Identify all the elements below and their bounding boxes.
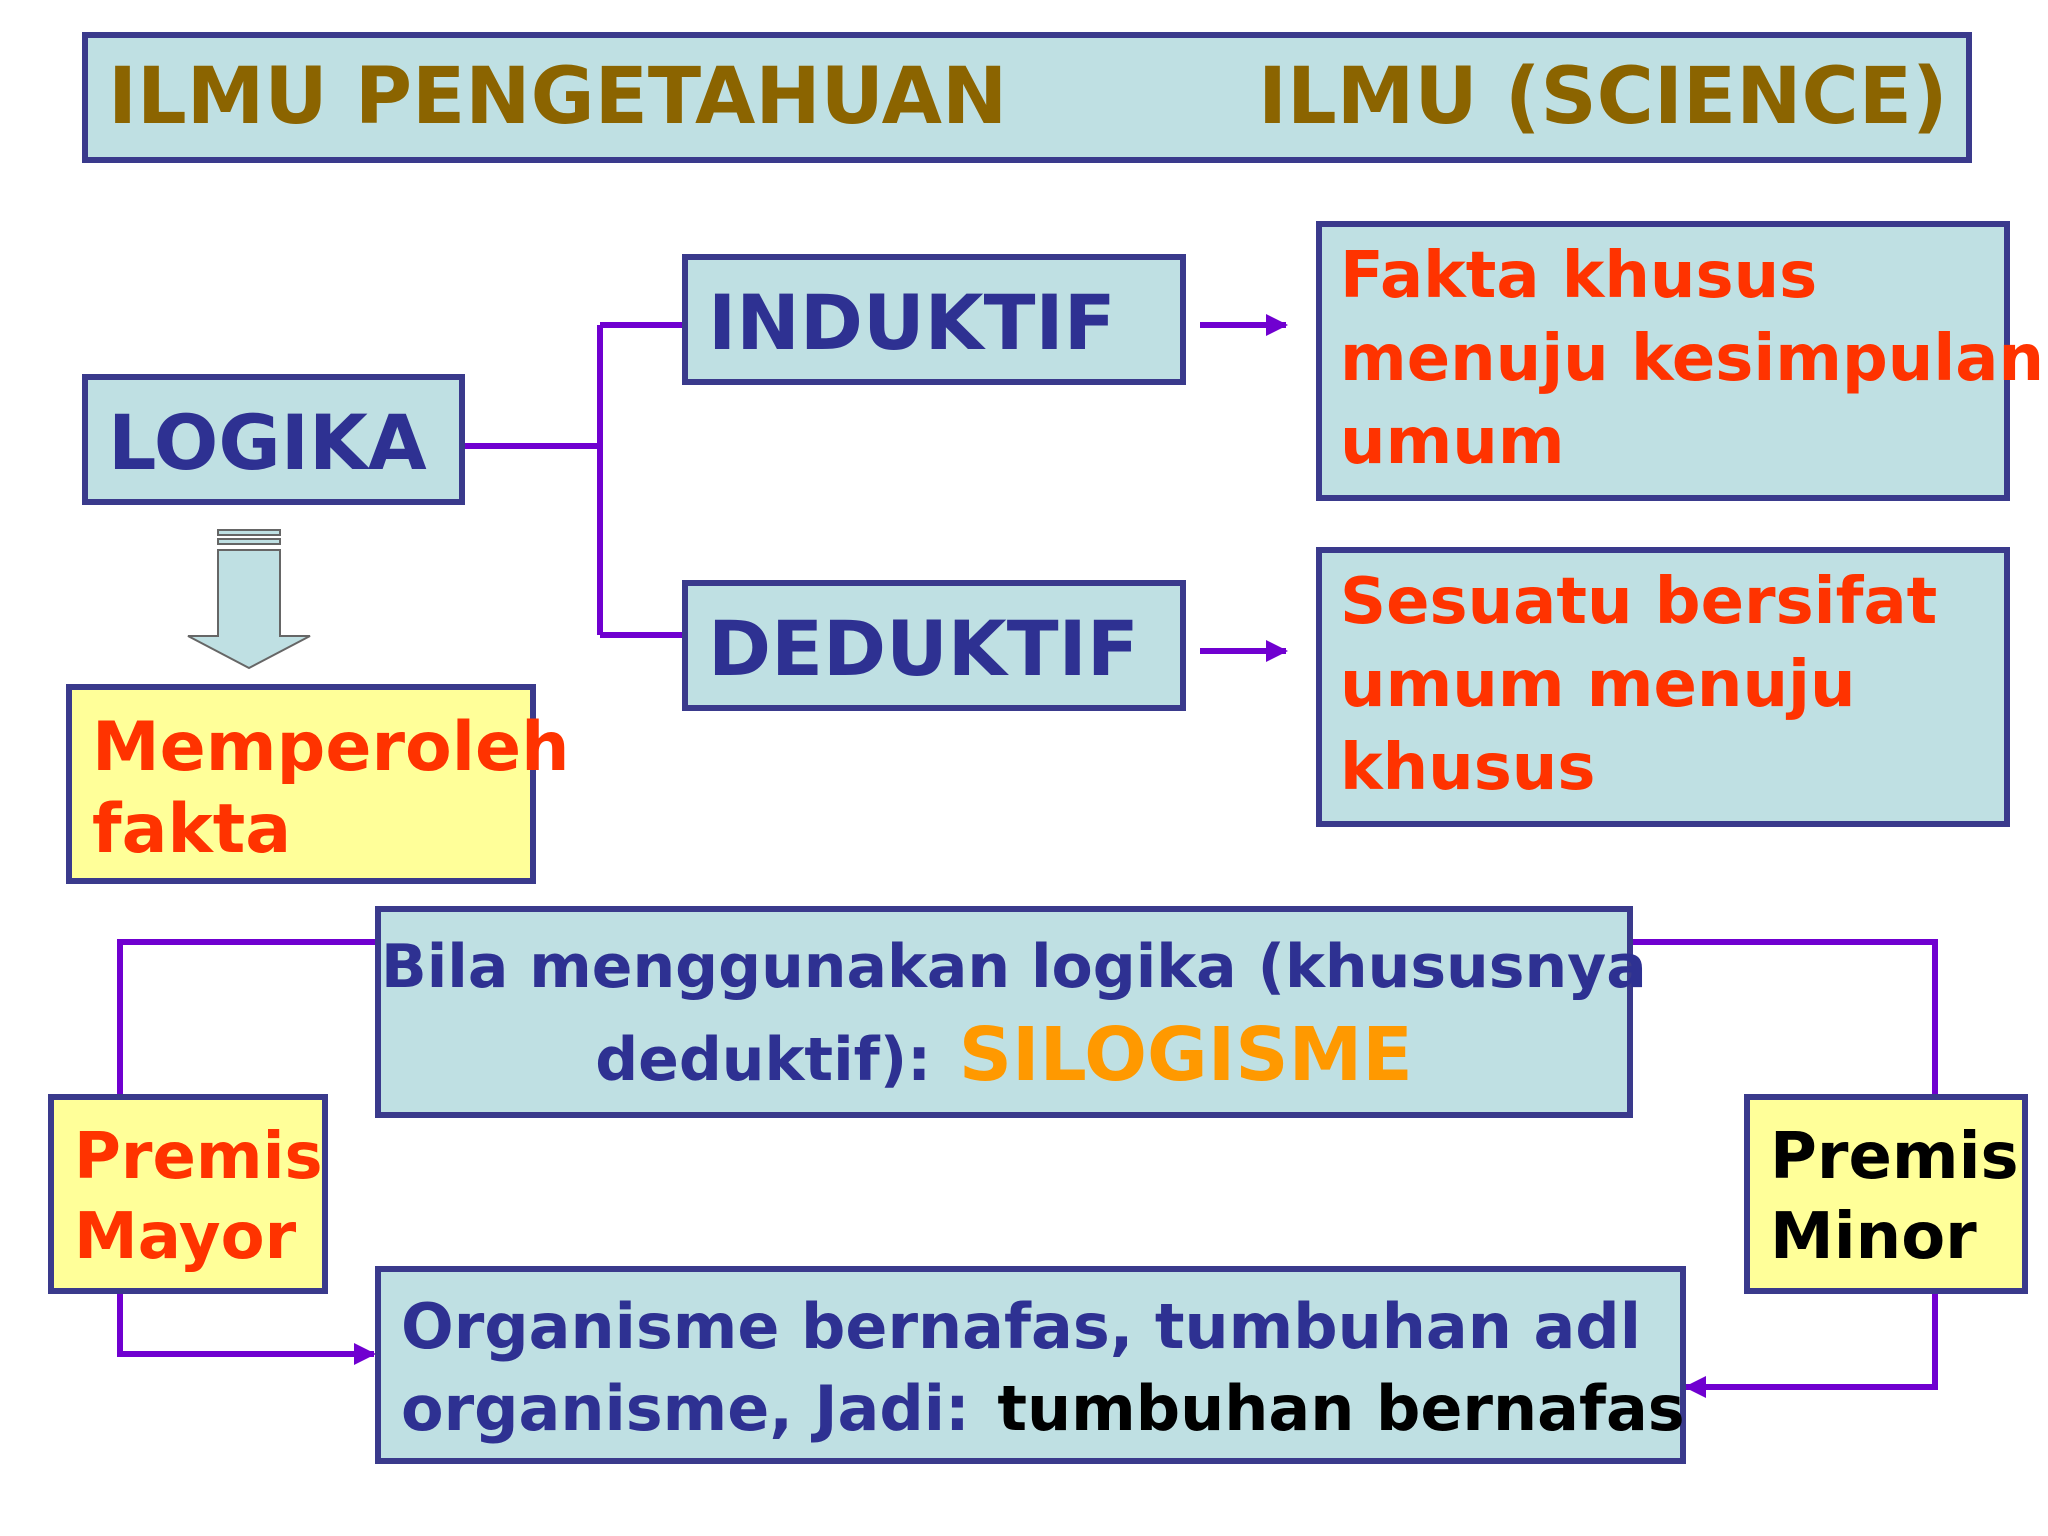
induktif-box: INDUKTIF [682, 254, 1186, 385]
deduktif-label: DEDUKTIF [708, 604, 1139, 693]
induktif-description-line: menuju kesimpulan [1340, 322, 2045, 396]
silogisme-box: Bila menggunakan logika (khususnya deduk… [375, 906, 1647, 1118]
induktif-label: INDUKTIF [708, 278, 1116, 367]
logika-box: LOGIKA [82, 374, 465, 505]
logika-tree-connector [465, 322, 685, 638]
silogisme-highlight: SILOGISME [958, 1012, 1413, 1098]
deduktif-description-box: Sesuatu bersifat umum menuju khusus [1316, 547, 2010, 827]
silogisme-prefix: deduktif): [595, 1025, 932, 1095]
induktif-description-line: umum [1340, 405, 1565, 479]
silogisme-line1: Bila menggunakan logika (khususnya [381, 932, 1647, 1002]
deduktif-description-line: khusus [1340, 731, 1596, 805]
induktif-description-box: Fakta khusus menuju kesimpulan umum [1316, 221, 2044, 501]
premis-mayor-box: Premis Mayor [48, 1094, 328, 1294]
premis-mayor-line: Mayor [74, 1200, 297, 1274]
conclusion-line1: Organisme bernafas, tumbuhan adl [401, 1290, 1641, 1363]
induktif-description-line: Fakta khusus [1340, 239, 1818, 313]
conclusion-highlight: tumbuhan bernafas [997, 1372, 1685, 1445]
premis-mayor-line: Premis [74, 1120, 323, 1194]
minor-conclusion-arrow [1684, 1290, 1938, 1398]
header-right-title: ILMU (SCIENCE) [1258, 52, 1948, 142]
conclusion-prefix: organisme, Jadi: [401, 1372, 970, 1445]
logika-label: LOGIKA [108, 398, 427, 487]
deduktif-description-line: umum menuju [1340, 648, 1856, 722]
memperoleh-line: Memperoleh [92, 708, 570, 787]
deduktif-box: DEDUKTIF [682, 580, 1186, 711]
deduktif-description-line: Sesuatu bersifat [1340, 565, 1938, 639]
premis-minor-line: Minor [1770, 1200, 1977, 1274]
silogisme-line2: deduktif): SILOGISME [381, 1012, 1627, 1098]
silogisme-minor-connector [1630, 939, 1938, 1100]
mayor-conclusion-arrow [117, 1290, 376, 1365]
memperoleh-line: fakta [92, 790, 292, 869]
premis-minor-box: Premis Minor [1744, 1094, 2028, 1294]
header-banner: ILMU PENGETAHUAN ILMU (SCIENCE) [82, 32, 1972, 163]
premis-minor-line: Premis [1770, 1120, 2019, 1194]
conclusion-line2: organisme, Jadi: tumbuhan bernafas [401, 1372, 1685, 1445]
conclusion-box: Organisme bernafas, tumbuhan adl organis… [375, 1266, 1686, 1464]
silogisme-mayor-connector [117, 939, 378, 1100]
header-left-title: ILMU PENGETAHUAN [108, 52, 1008, 142]
memperoleh-fakta-box: Memperoleh fakta [66, 684, 570, 884]
